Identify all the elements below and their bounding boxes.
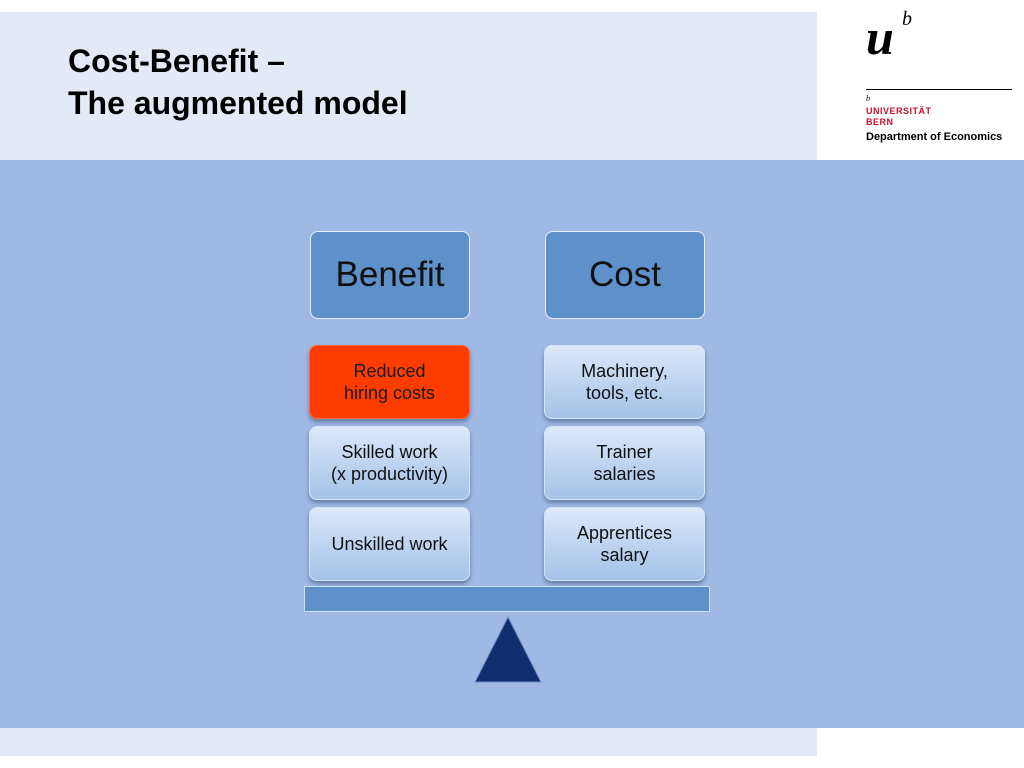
logo-university: UNIVERSITÄT	[866, 106, 932, 116]
logo-city: BERN	[866, 117, 894, 127]
benefit-item-skilled-work: Skilled work(x productivity)	[309, 426, 470, 500]
benefit-item-2-line1: Skilled work	[341, 442, 438, 462]
cost-item-machinery-tools: Machinery,tools, etc.	[544, 345, 705, 419]
benefit-item-3-line1: Unskilled work	[331, 534, 448, 554]
benefit-item-1-line1: Reduced	[353, 361, 426, 381]
logo-small-b: b	[866, 94, 870, 103]
logo-divider	[866, 89, 1012, 90]
title-band	[0, 12, 817, 160]
triangle-fulcrum-icon	[474, 616, 542, 683]
benefit-header: Benefit	[310, 231, 470, 319]
logo-mark: u	[866, 9, 894, 65]
cost-item-1-line2: tools, etc.	[585, 383, 664, 403]
department-label: Department of Economics	[866, 131, 1003, 143]
benefit-item-1-line2: hiring costs	[343, 383, 436, 403]
slide-title-line1: Cost-Benefit –	[68, 43, 285, 79]
cost-item-1-line1: Machinery,	[581, 361, 668, 381]
benefit-item-unskilled-work: Unskilled work	[309, 507, 470, 581]
slide-title: Cost-Benefit – The augmented model	[68, 40, 408, 124]
slide-title-line2: The augmented model	[68, 85, 408, 121]
logo-superscript: b	[902, 8, 912, 30]
benefit-item-2-line2: (x productivity)	[330, 464, 449, 484]
cost-item-3-line2: salary	[600, 545, 649, 565]
footer-band	[0, 728, 817, 756]
cost-header: Cost	[545, 231, 705, 319]
cost-item-2-line1: Trainer	[596, 442, 653, 462]
cost-item-3-line1: Apprentices	[576, 523, 673, 543]
university-logo: u b b UNIVERSITÄT BERN Department of Eco…	[818, 0, 1024, 160]
logo-university-name: UNIVERSITÄT BERN	[866, 106, 932, 128]
cost-item-2-line2: salaries	[593, 464, 656, 484]
balance-beam	[304, 586, 710, 612]
